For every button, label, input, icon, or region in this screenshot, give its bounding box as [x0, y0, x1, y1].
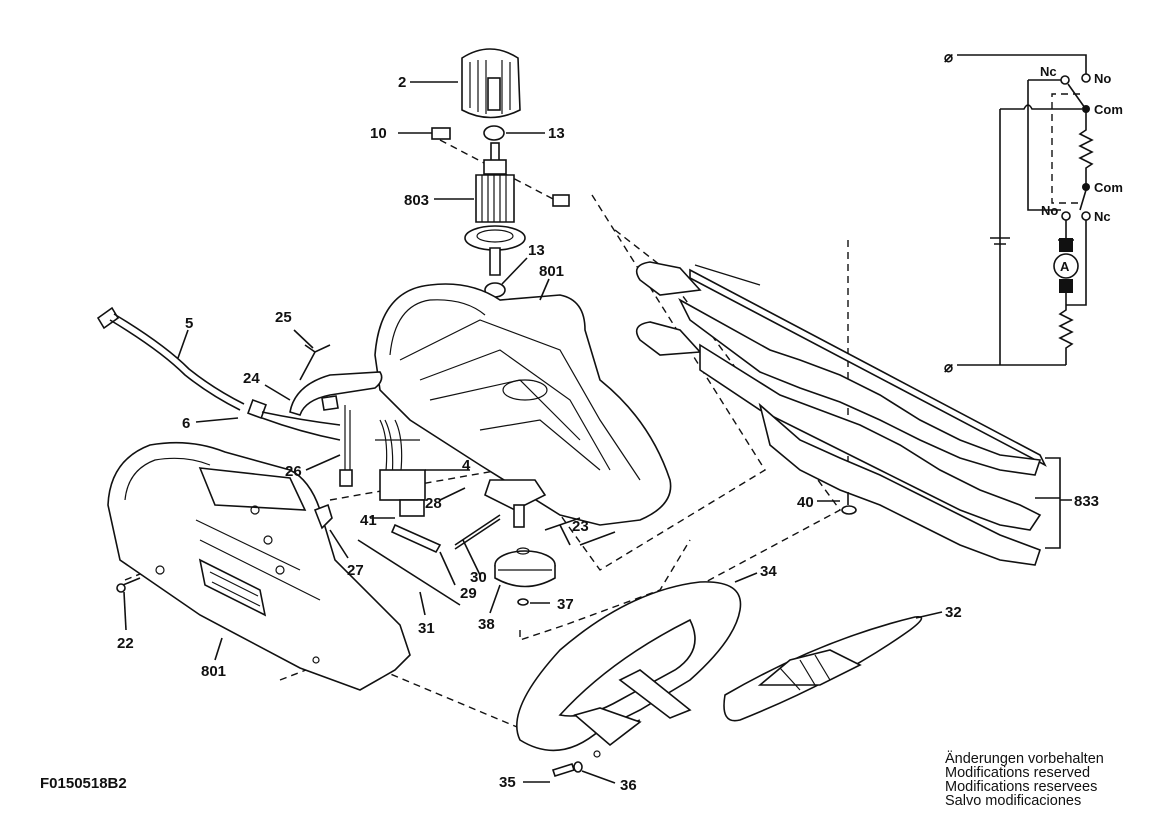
rod-part: [357, 539, 461, 606]
housing-lower-part: [107, 441, 411, 691]
blade-screw-part: [841, 492, 857, 515]
label-part-25: 25: [275, 309, 292, 326]
bearing-top-part: [483, 125, 505, 141]
leader-lines: [123, 81, 943, 784]
label-part-13-lower: 13: [528, 242, 545, 259]
carbon-brush-part: [552, 194, 570, 207]
switch-cover-part: [289, 371, 383, 416]
stator-part: [461, 48, 521, 119]
label-part-10: 10: [370, 125, 387, 142]
label-part-13-top: 13: [548, 125, 565, 142]
blade-assembly-part: [635, 261, 1047, 566]
carbon-brush-part: [431, 127, 451, 140]
label-part-30: 30: [470, 569, 487, 586]
label-part-38: 38: [478, 616, 495, 633]
label-part-32: 32: [945, 604, 962, 621]
terminal-com-top-label: Com: [1094, 102, 1123, 117]
terminal-nc-bottom-label: Nc: [1094, 209, 1111, 224]
label-part-31: 31: [418, 620, 435, 637]
front-handle-part: [516, 581, 742, 758]
label-part-37: 37: [557, 596, 574, 613]
label-part-23: 23: [572, 518, 589, 535]
screw22-guide-dash: [124, 569, 151, 581]
label-part-24: 24: [243, 370, 260, 387]
handle-guide-dash: [279, 654, 641, 746]
drawing-number: F0150518B2: [40, 775, 127, 792]
blade-guard-part: [723, 615, 923, 722]
label-part-40: 40: [797, 494, 814, 511]
spring-part: [299, 344, 331, 381]
crank-shaft-part: [513, 504, 525, 528]
label-part-27: 27: [347, 562, 364, 579]
terminal-no-bottom-label: No: [1041, 203, 1058, 218]
long-screw-part: [454, 514, 501, 550]
handle-screw-part: [551, 763, 576, 777]
washer-part: [573, 761, 583, 773]
terminal-nc-top-label: Nc: [1040, 64, 1057, 79]
power-cord-part: [96, 306, 341, 441]
label-part-4: 4: [462, 457, 471, 474]
label-part-22: 22: [117, 635, 134, 652]
modification-notice: Änderungen vorbehalten Modifications res…: [945, 751, 1104, 809]
screw-22-head: [116, 583, 126, 593]
housing-upper-part: [374, 283, 672, 526]
label-part-833: 833: [1074, 493, 1099, 510]
switch-part: [339, 405, 426, 517]
notice-line-fr: Modifications reservees: [945, 779, 1098, 795]
terminal-no-top-label: No: [1094, 71, 1111, 86]
label-part-41: 41: [360, 512, 377, 529]
crank-part: [484, 479, 547, 511]
label-part-801-lower: 801: [201, 663, 226, 680]
switch-lever-part: [321, 395, 339, 411]
pins-part: [544, 517, 616, 546]
label-part-2: 2: [398, 74, 406, 91]
label-part-36: 36: [620, 777, 637, 794]
label-part-26: 26: [285, 463, 302, 480]
gear-guide-dash: [519, 539, 691, 641]
label-part-35: 35: [499, 774, 516, 791]
terminal-no-top: [1081, 73, 1091, 83]
label-part-6: 6: [182, 415, 190, 432]
terminal-com-bottom-label: Com: [1094, 180, 1123, 195]
gear-part: [494, 547, 556, 606]
notice-line-de: Änderungen vorbehalten: [945, 751, 1104, 767]
screw-22-part: [122, 577, 141, 586]
armature-part: [464, 142, 526, 276]
notice-line-en: Modifications reserved: [945, 765, 1091, 781]
motor-symbol: [1053, 253, 1079, 279]
switch-bar-part: [390, 523, 442, 554]
label-part-28: 28: [425, 495, 442, 512]
bracket-833: [1035, 457, 1072, 549]
phase-symbol-bottom: ⌀: [944, 359, 953, 376]
label-part-29: 29: [460, 585, 477, 602]
motor-symbol-label: A: [1060, 259, 1070, 274]
trigger-part: [313, 503, 333, 530]
phase-symbol-top: ⌀: [944, 49, 953, 66]
label-part-5: 5: [185, 315, 193, 332]
part-labels: 2 10 13 803 13 801 5 25 24 6 26 4 28 41 …: [117, 74, 1099, 794]
label-part-803: 803: [404, 192, 429, 209]
label-part-34: 34: [760, 563, 777, 580]
notice-line-es: Salvo modificaciones: [945, 793, 1082, 809]
label-part-801-upper: 801: [539, 263, 564, 280]
circuit-schematic: ⌀ No Nc Com Com No Nc A ⌀: [944, 49, 1123, 376]
